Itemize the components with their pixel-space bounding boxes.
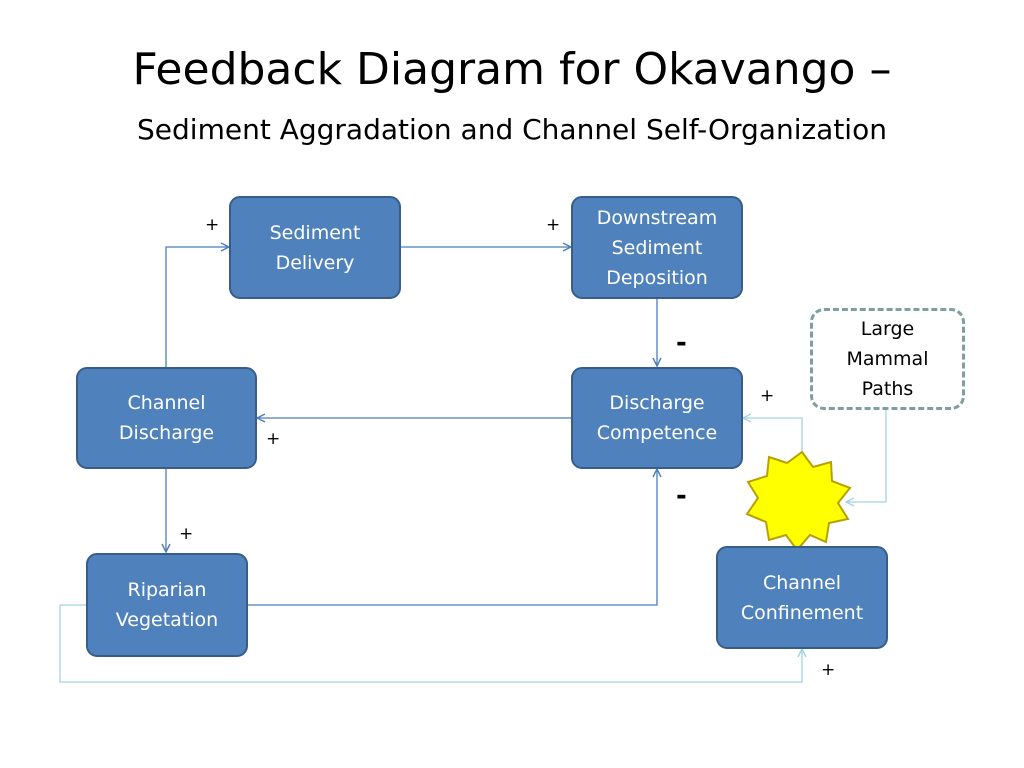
sign-deposition-to-competence: -: [676, 328, 687, 358]
node-label: Large Mammal Paths: [846, 318, 929, 400]
sign-confinement-to-competence: +: [760, 386, 775, 406]
arrow-vegetation-to-confinement: [59, 604, 802, 683]
page-subtitle: Sediment Aggradation and Channel Self-Or…: [137, 113, 887, 146]
node-discharge-competence: Discharge Competence: [571, 367, 743, 469]
node-channel-discharge: Channel Discharge: [76, 367, 257, 469]
node-riparian-vegetation: Riparian Vegetation: [86, 553, 248, 657]
arrow-vegetation-to-competence: [248, 469, 657, 606]
sign-delivery-to-deposition: +: [546, 215, 561, 235]
sign-vegetation-to-confinement: +: [821, 660, 836, 680]
arrow-mammal-paths-to-star: [846, 410, 887, 502]
star-burst-icon: [745, 450, 852, 552]
node-label: Channel Confinement: [740, 571, 864, 624]
node-label: Channel Discharge: [118, 392, 215, 444]
node-label: Discharge Competence: [596, 392, 718, 444]
sign-vegetation-to-competence: -: [676, 481, 687, 511]
node-channel-confinement: Channel Confinement: [716, 546, 888, 649]
node-label: Downstream Sediment Deposition: [596, 206, 718, 289]
node-label: Riparian Vegetation: [115, 579, 219, 631]
node-downstream-sediment-deposition: Downstream Sediment Deposition: [571, 196, 743, 299]
arrow-discharge-to-delivery: [165, 247, 229, 367]
page-title: Feedback Diagram for Okavango –: [132, 44, 892, 95]
node-sediment-delivery: Sediment Delivery: [229, 196, 401, 299]
sign-discharge-to-vegetation: +: [179, 524, 194, 544]
node-label: Sediment Delivery: [269, 221, 361, 274]
node-large-mammal-paths: Large Mammal Paths: [810, 308, 965, 410]
sign-discharge-to-delivery: +: [205, 215, 220, 235]
sign-competence-to-discharge: +: [266, 429, 281, 449]
